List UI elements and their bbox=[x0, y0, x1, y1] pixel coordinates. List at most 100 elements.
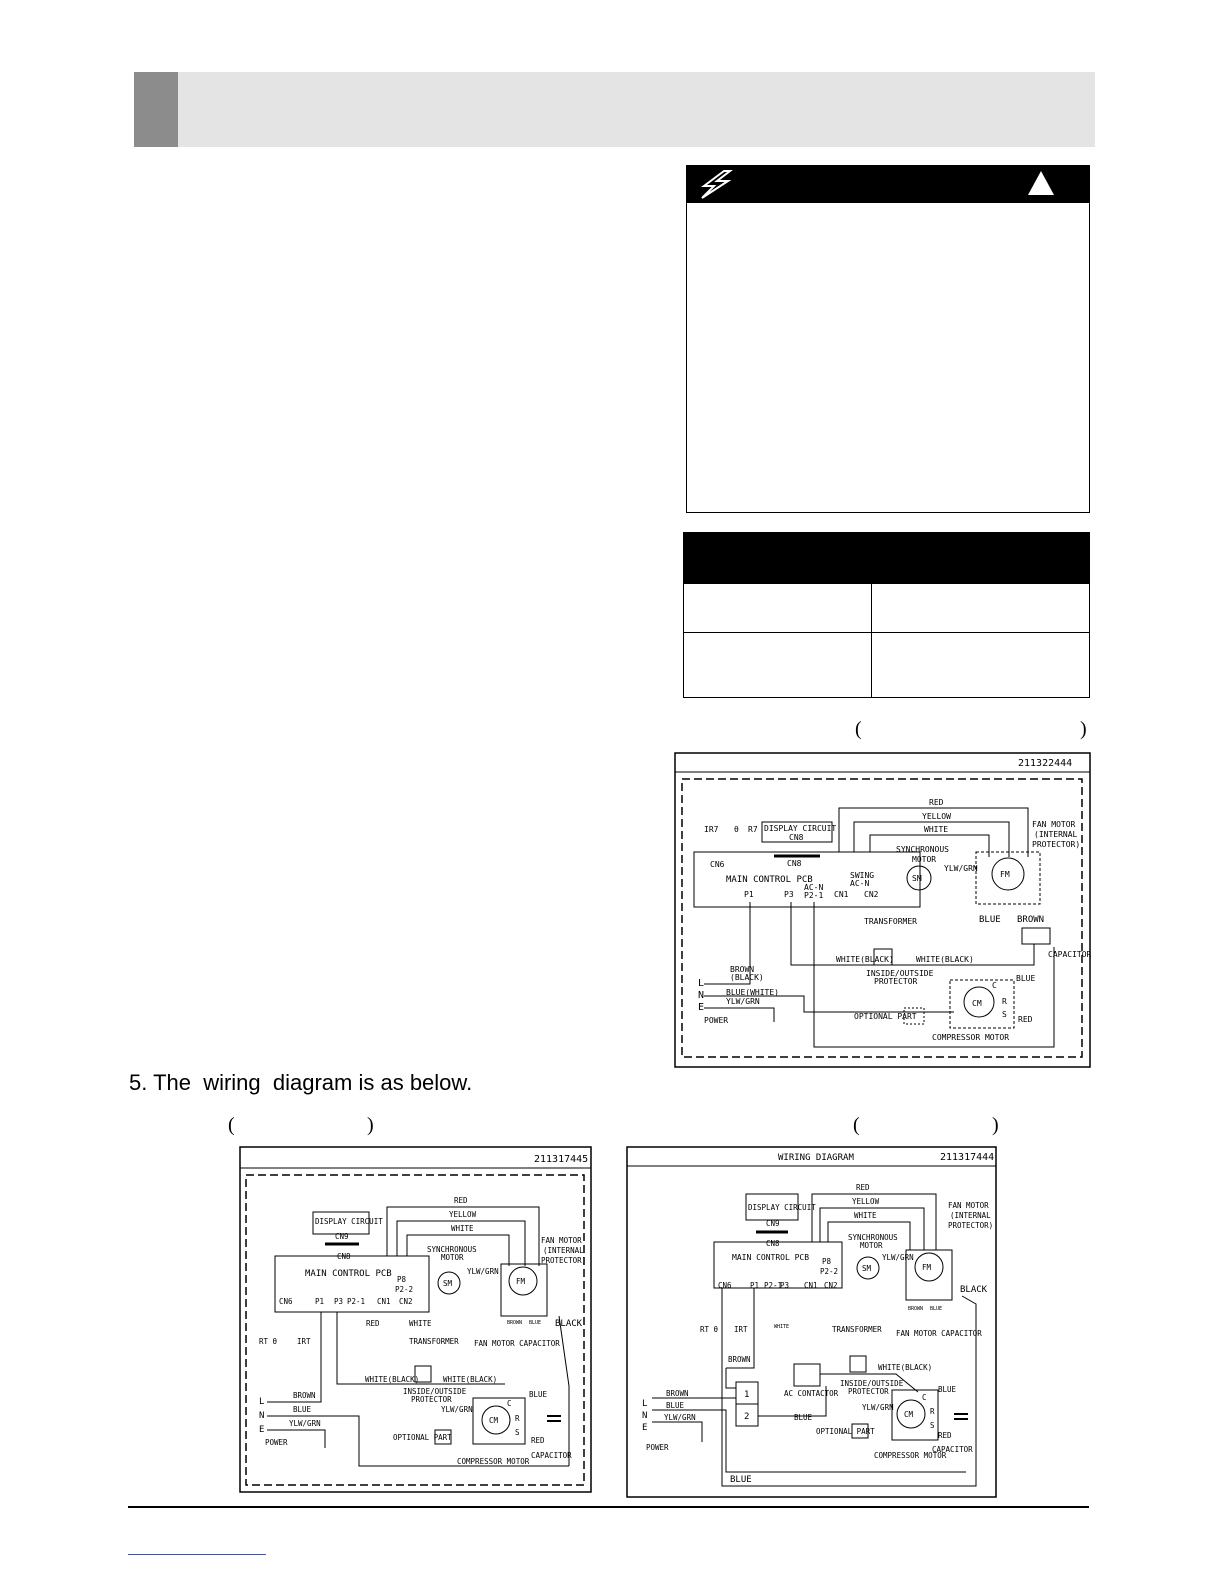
diagram-label: N bbox=[642, 1411, 647, 1421]
diagram-label: POWER bbox=[704, 1016, 728, 1025]
warning-header bbox=[686, 165, 1090, 203]
diagram-label: θ bbox=[734, 825, 739, 834]
diagram-label: BLUE bbox=[730, 1475, 752, 1485]
diagram-label: P8 bbox=[822, 1257, 832, 1266]
caption-paren-left: ( bbox=[853, 1114, 860, 1136]
diagram-label: WHITE(BLACK) bbox=[916, 955, 974, 964]
diagram-label: IRT bbox=[297, 1337, 311, 1346]
diagram-label: C bbox=[992, 981, 997, 990]
diagram-label: YLW/GRN bbox=[726, 997, 760, 1006]
diagram-label: (INTERNAL bbox=[543, 1246, 584, 1255]
diagram-label: WHITE bbox=[409, 1319, 432, 1328]
diagram-label: INSIDE/OUTSIDE bbox=[840, 1379, 904, 1388]
diagram-label: SM bbox=[862, 1264, 872, 1273]
diagram-label: TRANSFORMER bbox=[409, 1337, 459, 1346]
diagram-label: FM bbox=[1000, 870, 1010, 879]
diagram-label: CN9 bbox=[766, 1219, 780, 1228]
caption-paren-right: ) bbox=[1080, 718, 1087, 740]
diagram-label: RT θ bbox=[700, 1325, 719, 1334]
diagram-label: CN8 bbox=[789, 833, 804, 842]
warning-triangle-icon bbox=[1028, 171, 1054, 195]
diagram-label: BROWN bbox=[507, 1320, 522, 1326]
diagram-label: WHITE(BLACK) bbox=[365, 1375, 419, 1384]
diagram-label: MOTOR bbox=[441, 1253, 464, 1262]
diagram-label: CN8 bbox=[766, 1239, 780, 1248]
diagram-title: WIRING DIAGRAM bbox=[778, 1153, 854, 1163]
diagram-label: MOTOR bbox=[860, 1241, 883, 1250]
diagram-label: YELLOW bbox=[922, 812, 951, 821]
diagram-label: BLUE(WHITE) bbox=[726, 988, 779, 997]
lightning-icon bbox=[701, 170, 733, 199]
footer-rule bbox=[128, 1506, 1089, 1508]
diagram-label: CAPACITOR bbox=[1048, 950, 1091, 959]
diagram-label: BLACK bbox=[960, 1285, 988, 1295]
diagram-label: P1 bbox=[750, 1281, 759, 1290]
diagram-label: RED bbox=[366, 1319, 380, 1328]
diagram-label: S bbox=[1002, 1010, 1007, 1019]
diagram-label: BROWN bbox=[730, 965, 754, 974]
diagram-label: YLW/GRN bbox=[664, 1413, 696, 1422]
diagram-label: CN2 bbox=[824, 1281, 838, 1290]
diagram-label: P3 bbox=[784, 890, 794, 899]
diagram-label: CN8 bbox=[787, 859, 802, 868]
diagram-label: CN1 bbox=[377, 1297, 391, 1306]
diagram-label: CM bbox=[904, 1410, 914, 1419]
diagram-label: E bbox=[698, 1002, 704, 1013]
diagram-id: 211317444 bbox=[940, 1152, 994, 1163]
diagram-label: OPTIONAL PART bbox=[854, 1012, 917, 1021]
footer-link-underline[interactable] bbox=[128, 1554, 266, 1555]
diagram-label: FM bbox=[922, 1263, 932, 1272]
diagram-label: P2-2 bbox=[820, 1267, 838, 1276]
spec-table bbox=[683, 584, 1090, 698]
diagram-id: 211322444 bbox=[1018, 758, 1072, 769]
diagram-label: P1 bbox=[744, 890, 754, 899]
diagram-label: YLW/GRN bbox=[862, 1403, 894, 1412]
diagram-label: N bbox=[259, 1411, 264, 1421]
diagram-label: PROTECTOR) bbox=[1032, 840, 1080, 849]
diagram-label: MAIN CONTROL PCB bbox=[732, 1253, 809, 1262]
diagram-label: BLUE bbox=[529, 1390, 548, 1399]
diagram-label: CN1 bbox=[834, 890, 849, 899]
diagram-label: BROWN bbox=[728, 1355, 751, 1364]
diagram-label: POWER bbox=[265, 1438, 288, 1447]
diagram-label: PROTECTOR bbox=[874, 977, 918, 986]
table-header bbox=[683, 532, 1090, 584]
diagram-label: N bbox=[698, 990, 704, 1001]
diagram-label: L bbox=[259, 1397, 264, 1407]
wiring-diagram-2: 211317445 DISPLAY CIRCUIT CN9 CN8 MAIN C… bbox=[239, 1146, 592, 1493]
diagram-label: YLW/GRN bbox=[882, 1253, 914, 1262]
diagram-label: BLACK bbox=[555, 1319, 583, 1329]
diagram-label: C bbox=[922, 1393, 927, 1402]
diagram-label: COMPRESSOR MOTOR bbox=[932, 1033, 1009, 1042]
diagram-label: RED bbox=[929, 798, 944, 807]
diagram-label: E bbox=[642, 1423, 647, 1433]
diagram-label: S bbox=[930, 1421, 935, 1430]
diagram-label: FAN MOTOR CAPACITOR bbox=[896, 1329, 982, 1338]
diagram-label: FAN MOTOR bbox=[948, 1201, 989, 1210]
diagram-label: DISPLAY CIRCUIT bbox=[748, 1203, 816, 1212]
diagram-label: SYNCHRONOUS bbox=[848, 1233, 898, 1242]
diagram-label: WHITE bbox=[451, 1224, 474, 1233]
wiring-diagram-1: 211322444 MAIN CONTROL PCB IR7 θ R7 DISP… bbox=[674, 752, 1091, 1068]
diagram-label: TRANSFORMER bbox=[864, 917, 917, 926]
section-header-bar bbox=[134, 72, 1095, 147]
diagram-label: RED bbox=[938, 1431, 952, 1440]
diagram-label: WHITE bbox=[924, 825, 948, 834]
diagram-label: CN6 bbox=[718, 1281, 732, 1290]
diagram-label: P2-2 bbox=[395, 1285, 413, 1294]
diagram-label: P3 bbox=[334, 1297, 343, 1306]
diagram-label: COMPRESSOR MOTOR bbox=[874, 1451, 947, 1460]
diagram-label: SM bbox=[443, 1279, 453, 1288]
diagram-label: CM bbox=[489, 1416, 499, 1425]
diagram-label: YLW/GRN bbox=[944, 864, 978, 873]
diagram-label: L bbox=[642, 1399, 647, 1409]
warning-box bbox=[686, 165, 1090, 513]
diagram-label: P1 bbox=[315, 1297, 324, 1306]
diagram-label: FAN MOTOR CAPACITOR bbox=[474, 1339, 560, 1348]
caption-paren-left: ( bbox=[228, 1114, 235, 1136]
diagram-label: P3 bbox=[780, 1281, 789, 1290]
diagram-label: R bbox=[1002, 997, 1007, 1006]
diagram-label: YLW/GRN bbox=[467, 1267, 499, 1276]
diagram-label: WHITE(BLACK) bbox=[878, 1363, 932, 1372]
diagram-label: BLUE bbox=[666, 1401, 685, 1410]
